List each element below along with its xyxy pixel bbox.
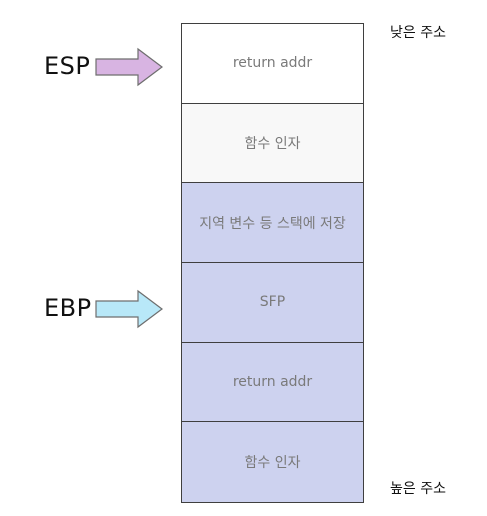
low-address-label: 낮은 주소 — [390, 25, 446, 41]
ebp-label: EBP — [44, 294, 92, 322]
stack-cell-label: return addr — [232, 374, 313, 391]
stack-cell-function-args-bottom: 함수 인자 — [182, 422, 363, 503]
stack-cell-label: 함수 인자 — [244, 136, 301, 153]
stack-cell-local-vars: 지역 변수 등 스택에 저장 — [182, 183, 363, 264]
ebp-arrow-icon — [95, 289, 163, 329]
stack-cell-return-addr-top: return addr — [182, 24, 363, 104]
esp-label: ESP — [44, 52, 91, 80]
stack-cell-function-args-top: 함수 인자 — [182, 103, 363, 184]
high-address-label: 높은 주소 — [390, 481, 446, 497]
stack-cell-return-addr-bottom: return addr — [182, 342, 363, 423]
esp-arrow-icon — [95, 47, 163, 87]
stack-diagram: return addr 함수 인자 지역 변수 등 스택에 저장 SFP ret… — [181, 23, 364, 504]
stack-cell-label: return addr — [232, 55, 313, 72]
stack-cell-label: SFP — [259, 294, 286, 311]
stack-cell-label: 함수 인자 — [244, 455, 301, 472]
stack-cell-sfp: SFP — [182, 263, 363, 343]
stack-cell-label: 지역 변수 등 스택에 저장 — [199, 215, 346, 232]
